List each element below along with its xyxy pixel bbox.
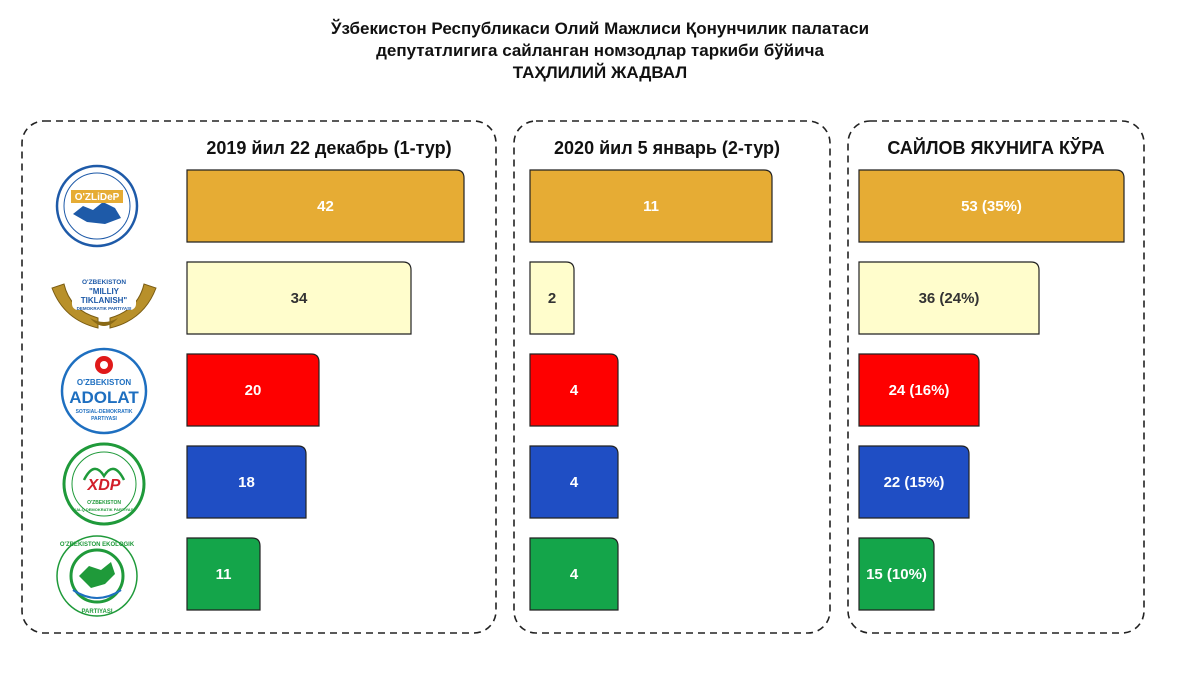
bar-label-series-1-row-4: 18 xyxy=(238,474,255,491)
svg-text:ADOLAT: ADOLAT xyxy=(69,388,139,407)
uzlidep-logo-icon: O'ZLiDeP xyxy=(55,164,139,248)
panel-final xyxy=(847,120,1145,634)
bar-label-series-3-row-4: 22 (15%) xyxy=(884,474,945,491)
bar-label-series-3-row-1: 53 (35%) xyxy=(961,198,1022,215)
bar-series-1-row-3 xyxy=(186,353,320,427)
svg-text:O'ZBEKISTON EKOLOGIK: O'ZBEKISTON EKOLOGIK xyxy=(60,542,135,548)
bar-series-2-row-3 xyxy=(529,353,619,427)
bar-series-3-row-4 xyxy=(858,445,970,519)
title-line-2: депутатлигига сайланган номзодлар таркиб… xyxy=(376,41,824,60)
svg-text:O'ZBEKISTON: O'ZBEKISTON xyxy=(82,279,126,286)
bar-series-2-row-1 xyxy=(529,169,773,243)
bar-series-1-row-1 xyxy=(186,169,465,243)
svg-text:PARTIYASI: PARTIYASI xyxy=(91,416,117,422)
bar-label-series-3-row-5: 15 (10%) xyxy=(866,566,927,583)
xdp-logo-icon: XDP O'ZBEKISTON XALQ DEMOKRATIK PARTIYAS… xyxy=(62,442,146,526)
svg-text:SOTSIAL-DEMOKRATIK: SOTSIAL-DEMOKRATIK xyxy=(76,409,133,415)
bar-series-2-row-4 xyxy=(529,445,619,519)
bar-series-2-row-5 xyxy=(529,537,619,611)
bar-label-series-2-row-5: 4 xyxy=(570,566,579,583)
svg-text:O'ZBEKISTON: O'ZBEKISTON xyxy=(77,378,131,387)
bar-label-series-2-row-2: 2 xyxy=(548,290,556,307)
svg-text:TIKLANISH": TIKLANISH" xyxy=(81,296,128,305)
bar-series-2-row-2 xyxy=(529,261,575,335)
svg-text:XALQ DEMOKRATIK PARTIYASI: XALQ DEMOKRATIK PARTIYASI xyxy=(74,507,135,512)
panel-title-3: САЙЛОВ ЯКУНИГА КЎРА xyxy=(887,137,1104,158)
bar-label-series-2-row-3: 4 xyxy=(570,382,579,399)
title-line-3: ТАҲЛИЛИЙ ЖАДВАЛ xyxy=(512,63,688,82)
panel-round-1 xyxy=(21,120,497,634)
ekologik-logo-icon: O'ZBEKISTON EKOLOGIK PARTIYASI xyxy=(56,535,138,617)
xdp-logo-text: XDP xyxy=(87,477,121,494)
bar-series-3-row-1 xyxy=(858,169,1125,243)
milliy-tiklanish-logo-icon: O'ZBEKISTON "MILLIY TIKLANISH" DEMOKRATI… xyxy=(51,274,157,329)
bar-series-3-row-3 xyxy=(858,353,980,427)
bar-label-series-2-row-4: 4 xyxy=(570,474,579,491)
svg-text:O'ZBEKISTON: O'ZBEKISTON xyxy=(87,500,121,506)
panel-round-2 xyxy=(513,120,831,634)
panel-title-1: 2019 йил 22 декабрь (1-тур) xyxy=(206,138,451,158)
bar-label-series-1-row-3: 20 xyxy=(245,382,262,399)
bar-label-series-3-row-3: 24 (16%) xyxy=(889,382,950,399)
bars-layer: 42 34 20 18 11 11 2 4 4 4 53 (35%) 36 (24%) 24 (16%)… xyxy=(186,169,1125,611)
bar-label-series-2-row-1: 11 xyxy=(643,198,659,215)
bar-series-1-row-2 xyxy=(186,261,412,335)
panel-title-2: 2020 йил 5 январь (2-тур) xyxy=(554,138,780,158)
bar-series-1-row-5 xyxy=(186,537,261,611)
uzlidep-logo-text: O'ZLiDeP xyxy=(75,192,120,203)
chart-title: Ўзбекистон Республикаси Олий Мажлиси Қон… xyxy=(0,18,1200,84)
bar-label-series-3-row-2: 36 (24%) xyxy=(919,290,980,307)
bar-series-3-row-5 xyxy=(858,537,935,611)
svg-text:"MILLIY: "MILLIY xyxy=(89,287,120,296)
bar-label-series-1-row-5: 11 xyxy=(216,566,232,583)
bar-series-3-row-2 xyxy=(858,261,1040,335)
bar-label-series-1-row-1: 42 xyxy=(317,198,334,215)
bar-series-1-row-4 xyxy=(186,445,307,519)
bar-label-series-1-row-2: 34 xyxy=(291,290,308,307)
adolat-logo-icon: O'ZBEKISTON ADOLAT SOTSIAL-DEMOKRATIK PA… xyxy=(60,347,148,435)
title-line-1: Ўзбекистон Республикаси Олий Мажлиси Қон… xyxy=(330,19,870,38)
svg-text:PARTIYASI: PARTIYASI xyxy=(81,609,112,615)
svg-text:DEMOKRATIK PARTIYASI: DEMOKRATIK PARTIYASI xyxy=(77,306,132,311)
